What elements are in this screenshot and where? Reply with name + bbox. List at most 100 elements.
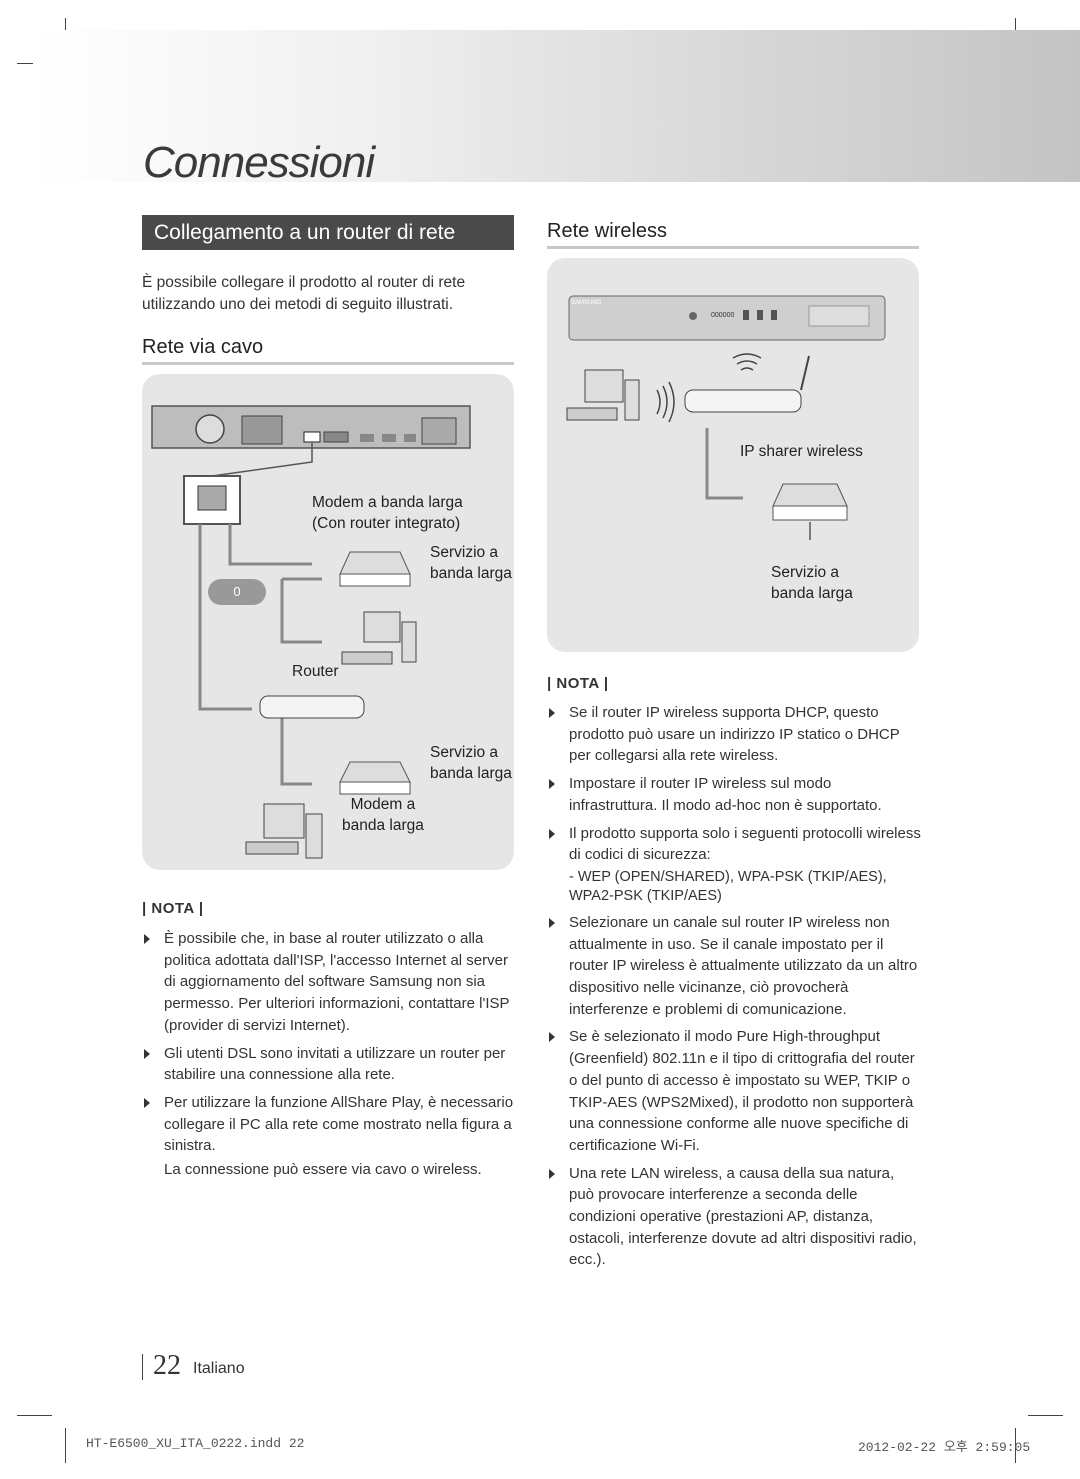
note-text: Selezionare un canale sul router IP wire… [569,913,918,1018]
note-item: Gli utenti DSL sono invitati a utilizzar… [142,1043,517,1086]
bullet-arrow-icon [144,1048,150,1059]
wired-diagram [151,405,471,859]
header-band [33,30,1080,182]
label-line: Modem a banda larga [312,494,463,511]
keyboard-icon [341,651,393,665]
bullet-arrow-icon [144,934,150,944]
label-line: Servizio a [771,564,840,581]
label-line: Servizio a [430,744,499,761]
service-label: Servizio a banda larga [430,742,512,784]
label-line: (Con router integrato) [312,515,461,532]
modem-icon [772,483,848,507]
page-number: 22 [153,1350,181,1381]
lan-port-icon [303,431,321,443]
note-item: Impostare il router IP wireless sul modo… [547,773,922,816]
section-title: Connessioni [143,138,375,187]
nota-text: NOTA [556,675,600,692]
note-item: Il prodotto supporta solo i seguenti pro… [547,823,922,866]
button-icon [743,310,749,320]
protocols-text: - WEP (OPEN/SHARED), WPA-PSK (TKIP/AES),… [569,868,887,904]
cable [705,428,743,500]
player-front [568,295,886,341]
speaker-jacks [241,415,283,445]
bullet-arrow-icon [549,828,555,839]
service-label: Servizio a banda larga [430,542,512,584]
service-label: Servizio a banda larga [771,562,853,604]
crop-mark [1015,1428,1016,1463]
note-item: Per utilizzare la funzione AllShare Play… [142,1092,517,1157]
pc-tower-icon [305,813,323,859]
intro-line: È possibile collegare il prodotto al rou… [142,274,466,291]
nota-label: | NOTA | [142,900,204,917]
wired-notes: È possibile che, in base al router utili… [142,928,517,1181]
cable [280,710,312,786]
note-item: Se il router IP wireless supporta DHCP, … [547,702,922,767]
modem-router-icon [339,551,411,575]
footer-date: 2012-02-22 오후 2:59:05 [858,1440,1031,1455]
section-heading: Collegamento a un router di rete [142,215,514,250]
wireless-diagram [566,295,886,540]
bullet-arrow-icon [549,708,555,718]
page-number-rule [142,1354,143,1380]
crop-mark [17,1415,52,1416]
note-text: Impostare il router IP wireless sul modo… [569,775,882,814]
label-line: banda larga [430,565,512,582]
pc-tower-icon [624,379,640,421]
port-icon [404,434,416,442]
wireless-rule [547,246,919,249]
crop-mark [1028,1415,1063,1416]
bullet-arrow-icon [549,779,555,790]
bullet-arrow-icon [549,1168,555,1179]
pc-monitor-icon [263,803,305,839]
bullet-arrow-icon [549,917,555,928]
pc-monitor-icon [584,369,624,403]
bullet-arrow-icon [549,1032,555,1043]
note-text: È possibile che, in base al router utili… [164,930,510,1034]
lan-port-icon [197,485,227,511]
power-icon [689,312,697,320]
label-line: banda larga [771,585,853,602]
antenna-jacks [421,417,457,445]
note-text: Una rete LAN wireless, a causa della sua… [569,1164,917,1269]
pc-tower-icon [401,621,417,663]
port-icon [323,431,349,443]
note-item: Selezionare un canale sul router IP wire… [547,912,922,1021]
pc-monitor-icon [363,611,401,643]
label-line: Modem a [350,796,416,813]
footer-file: HT-E6500_XU_ITA_0222.indd 22 [86,1436,305,1451]
modem-base [772,505,848,521]
keyboard-icon [566,407,618,421]
note-text: Gli utenti DSL sono invitati a utilizzar… [164,1044,506,1084]
button-icon [771,310,777,320]
router-label: Router [292,663,339,680]
label-line: banda larga [430,765,512,782]
intro-line: utilizzando uno dei metodi di seguito il… [142,296,454,313]
note-text: Per utilizzare la funzione AllShare Play… [164,1093,514,1155]
wireless-notes: Se il router IP wireless supporta DHCP, … [547,702,922,1277]
keyboard-icon [245,841,299,855]
or-badge: 0 [208,579,266,605]
modem-router-base [339,573,411,587]
wireless-router-icon [684,389,802,413]
crop-mark [65,1428,66,1463]
label-line: Servizio a [430,544,499,561]
note-text: Il prodotto supporta solo i seguenti pro… [569,824,921,864]
router-icon [259,695,365,719]
cable [280,579,322,644]
modem-router-label: Modem a banda larga (Con router integrat… [312,492,463,534]
wired-subtitle: Rete via cavo [142,336,264,358]
wireless-diagram-panel: SAMSUNG 000000 IP sharer wireless Serviz… [547,258,919,652]
cable [228,524,312,566]
wired-diagram-panel: Modem a banda larga (Con router integrat… [142,374,514,870]
modem-base [339,781,411,795]
note-item: È possibile che, in base al router utili… [142,928,517,1037]
hdmi-port-icon [382,434,396,442]
fan-icon [195,414,225,444]
brand-logo: SAMSUNG [571,300,602,306]
nota-text: NOTA [151,900,195,917]
display-readout: 000000 [711,312,735,319]
button-icon [757,310,763,320]
intro-text: È possibile collegare il prodotto al rou… [142,272,514,316]
wifi-waves-icon [732,353,762,371]
disc-tray [808,305,870,327]
